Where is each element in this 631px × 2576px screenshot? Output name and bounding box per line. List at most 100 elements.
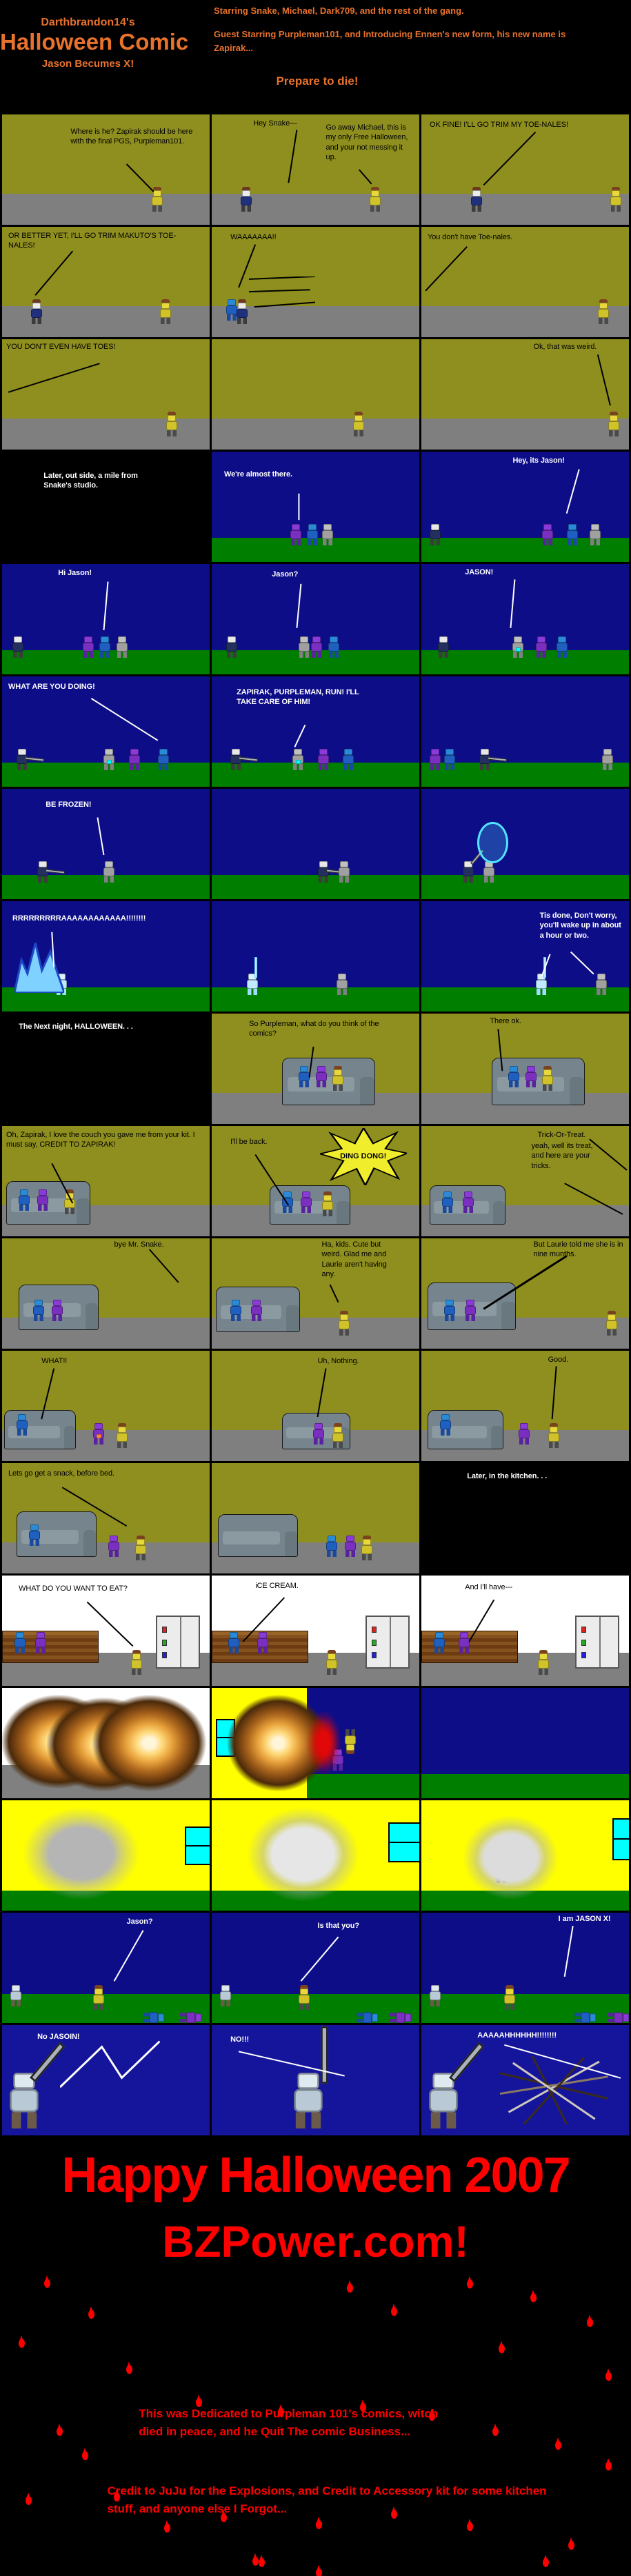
head [323,1195,332,1202]
torso [10,2089,39,2113]
character-gray [299,636,310,661]
character-michael [64,1189,76,1214]
comic-panel-r12c3: Good. [421,1351,629,1461]
ground [2,194,210,225]
hair [152,186,161,190]
character-blue [444,1299,456,1325]
comic-panel-r8c1: RRRRRRRRRAAAAAAAAAAAA!!!!!!!! [2,901,210,1012]
head [94,1422,103,1429]
torso [537,1660,549,1669]
torso [116,642,128,652]
legs [52,1314,63,1321]
speech-text: There ok. [490,1017,521,1025]
character-gray [483,861,495,886]
character-grayc [103,748,115,774]
legs [258,1647,268,1654]
torso [463,867,474,876]
comic-panel-r15c2 [212,1688,419,1798]
legs [318,763,328,770]
character-snake [237,299,248,324]
head [101,636,110,643]
character-jason [430,523,441,549]
torso [369,196,381,205]
character-jason [226,636,238,661]
speech-text: BE FROZEN! [46,801,92,809]
character-blue [226,299,238,324]
legs [152,205,162,212]
hair [94,1984,103,1989]
comic-panel-r16c2 [212,1800,419,1911]
torso [463,1198,474,1207]
blood-drip [195,2395,202,2407]
torso [93,1994,105,2004]
head [597,973,605,980]
zigzag-line [60,2040,159,2095]
speech-text: Lets go get a snack, before bed. [8,1469,114,1478]
comic-grid: Where is he? Zapirak should be here with… [0,114,631,2135]
hair [345,1751,354,1754]
head [34,1299,43,1306]
character-blue [325,1535,337,1560]
head [431,1984,440,1991]
character-grayc [512,636,524,661]
speech-text: WHAT DO YOU WANT TO EAT? [19,1584,128,1593]
head [549,1426,558,1433]
speech-text: Is that you? [317,1922,360,1930]
torso [313,1429,325,1438]
legs [574,2012,581,2022]
speech-text: RRRRRRRRRAAAAAAAAAAAA!!!!!!!! [12,914,146,923]
ice-spike-prop [14,940,65,993]
hair [333,1422,342,1427]
hair [607,1310,616,1314]
character-jasonx [429,2042,485,2135]
comic-author: Darthbrandon14's [41,17,135,28]
comic-row-17: Jason?Is that you?I am JASON X! [2,1913,629,2023]
head [481,748,490,755]
speech-text: And I'll have--- [465,1583,513,1591]
head [514,636,523,643]
torso [35,1638,47,1648]
character-blue [299,1066,310,1091]
legs [459,1647,470,1654]
character-jason [479,748,508,774]
character-michael [597,299,609,324]
head [228,636,237,643]
character-snake [241,186,252,212]
speech-text: WAAAAAAA!! [230,233,277,241]
legs [19,1205,30,1211]
speech-text: Hey, its Jason! [512,456,565,465]
comic-panel-r1c2: Hey Snake---Go away Michael, this is my … [212,114,419,225]
comic-footer: Happy Halloween 2007 BZPower.com! This w… [0,2137,631,2576]
head [590,523,599,530]
legs [104,763,114,770]
torso [299,1072,310,1081]
comic-panel-r2c3: You don't have Toe-nales. [421,227,629,337]
speech-text: The Next night, HALLOWEEN. . . [19,1023,133,1031]
comic-row-4: Later, out side, a mile from Snake's stu… [2,452,629,562]
character-blue [307,523,319,549]
comic-panel-r17c2: Is that you? [212,1913,419,2023]
speech-text: No JASOIN! [37,2033,80,2041]
character-purple [177,2011,202,2023]
torso [541,1076,553,1085]
legs [65,1208,75,1214]
character-jason [17,748,45,774]
torso [328,642,339,652]
hair [238,299,247,303]
comic-row-3: YOU DON'T EVEN HAVE TOES!Ok, that was we… [2,339,629,450]
character-purple [541,523,553,549]
speech-text: Trick-Or-Treat. [537,1131,586,1139]
torso [566,530,578,539]
legs [237,317,248,324]
legs [322,1210,332,1217]
comic-title: Halloween Comic [0,29,189,54]
legs [227,651,237,658]
legs [227,314,237,321]
head [317,1066,325,1072]
comic-row-6: WHAT ARE YOU DOING!ZAPIRAK, PURPLEMAN, R… [2,676,629,787]
head [159,748,168,755]
character-jason [37,861,66,886]
blood-drip [605,2368,612,2381]
character-purple [459,1632,470,1657]
character-michael [134,1535,146,1560]
